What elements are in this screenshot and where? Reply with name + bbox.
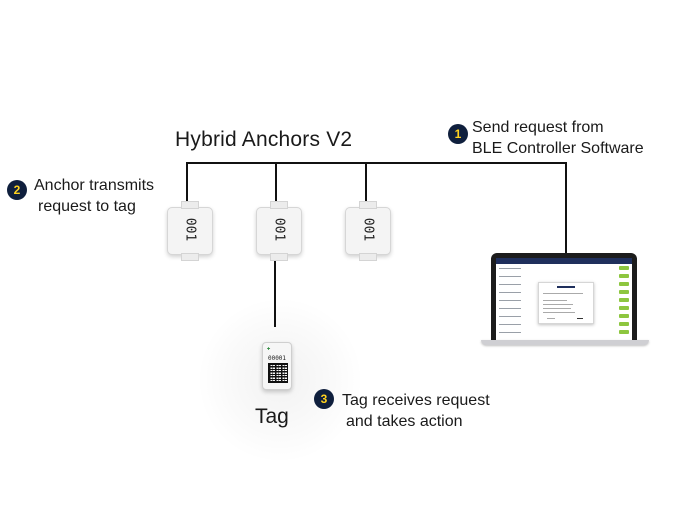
- step-1-text: Send request from BLE Controller Softwar…: [472, 117, 644, 159]
- step-2-line-2: request to tag: [38, 198, 136, 215]
- step-3-badge: 3: [314, 389, 334, 409]
- qr-code-icon: [268, 363, 288, 383]
- step-3-text: Tag receives request and takes action: [342, 390, 490, 432]
- step-3-line-1: Tag receives request: [342, 392, 490, 409]
- anchor-device-2: 001: [256, 201, 302, 261]
- anchor-2-drop: [275, 162, 277, 210]
- step-1-line-2: BLE Controller Software: [472, 140, 644, 157]
- step-3-line-2: and takes action: [346, 413, 463, 430]
- laptop-icon: [491, 253, 637, 341]
- anchor-device-3: 001: [345, 201, 391, 261]
- anchor-3-drop: [365, 162, 367, 210]
- diagram-title: Hybrid Anchors V2: [175, 128, 353, 151]
- ble-controller-screen: [496, 258, 632, 341]
- step-2-badge: 2: [7, 180, 27, 200]
- step-2-text: Anchor transmits request to tag: [34, 175, 154, 217]
- tag-brand-mark: ✚: [267, 346, 271, 351]
- anchor-device-1: 001: [167, 201, 213, 261]
- anchor-code: 001: [360, 217, 376, 242]
- tag-label: Tag: [255, 405, 289, 428]
- bus-line: [186, 162, 567, 164]
- step-1-line-1: Send request from: [472, 119, 604, 136]
- laptop-drop: [565, 162, 567, 258]
- anchor-code: 001: [271, 217, 287, 242]
- app-header-bar: [496, 258, 632, 264]
- step-2-line-1: Anchor transmits: [34, 177, 155, 194]
- anchor-1-drop: [186, 162, 188, 210]
- anchor-code: 001: [182, 217, 198, 242]
- tag-device: ✚ 00001: [262, 342, 292, 390]
- laptop-base: [481, 340, 649, 345]
- tag-link: [274, 257, 276, 327]
- step-1-badge: 1: [448, 124, 468, 144]
- confirm-dialog: [538, 282, 594, 324]
- tag-code: 00001: [267, 355, 287, 362]
